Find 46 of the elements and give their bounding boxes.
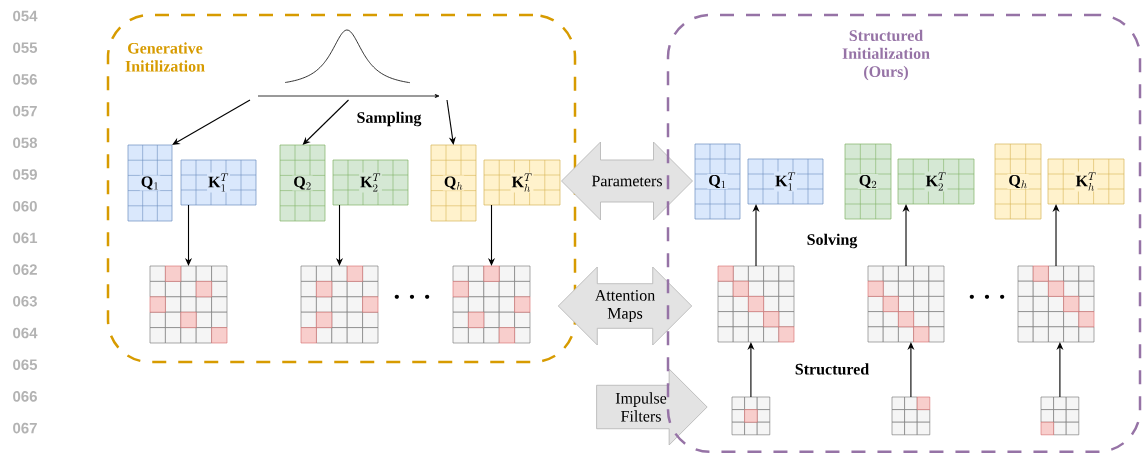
line-number: 058: [13, 137, 38, 149]
line-number: 057: [13, 105, 37, 117]
arrow: [172, 99, 251, 145]
matrix: $\mathbf{K}_1^T$: [180, 159, 257, 206]
matrix: $\mathbf{Q}_h$: [430, 144, 477, 222]
grid-drawing: [300, 265, 379, 344]
grid-drawing: [731, 396, 771, 436]
line-number: 064: [13, 327, 38, 339]
matrix: $\mathbf{Q}_2$: [844, 143, 892, 220]
grid-drawing: [452, 265, 531, 344]
grid-drawing: [1017, 265, 1095, 343]
grid-drawing: [891, 396, 931, 436]
matrix: $\mathbf{Q}_1$: [127, 144, 173, 222]
panel-title: Structured Initialization (Ours): [842, 29, 930, 81]
line-number: 065: [13, 359, 38, 370]
arrow: [302, 99, 350, 145]
line-number: 062: [13, 264, 37, 275]
matrix: $\mathbf{K}_2^T$: [332, 159, 409, 206]
step-label: Solving: [807, 233, 858, 249]
line-number: 063: [13, 296, 37, 307]
step-label: Structured: [795, 363, 869, 375]
ellipsis: · · ·: [969, 294, 1005, 299]
matrix: $\mathbf{Q}_h$: [994, 143, 1042, 220]
line-number: 060: [13, 200, 37, 212]
matrix: $\mathbf{Q}_2$: [279, 144, 326, 222]
grid-drawing: [867, 265, 945, 343]
line-number: 067: [13, 422, 37, 434]
ellipsis: · · ·: [394, 294, 430, 299]
grid-drawing: [149, 265, 228, 344]
grid-drawing: [1040, 396, 1080, 436]
matrix: $\mathbf{Q}_1$: [694, 143, 741, 220]
matrix: $\mathbf{K}_1^T$: [747, 158, 824, 205]
line-number: 061: [13, 232, 38, 244]
line-number: 054: [13, 10, 38, 22]
grid-drawing: [717, 265, 795, 343]
distribution-curve: [284, 29, 411, 84]
arrow: [446, 99, 456, 145]
step-label: Sampling: [357, 111, 422, 127]
line-number: 055: [13, 42, 38, 53]
line-number: 056: [13, 74, 37, 85]
matrix: $\mathbf{K}_h^T$: [483, 159, 561, 206]
matrix: $\mathbf{K}_h^T$: [1047, 158, 1125, 205]
panel-title: Generative Initilization: [125, 42, 205, 72]
matrix: $\mathbf{K}_2^T$: [897, 158, 975, 205]
line-number: 066: [13, 391, 37, 402]
line-number: 059: [13, 169, 37, 180]
